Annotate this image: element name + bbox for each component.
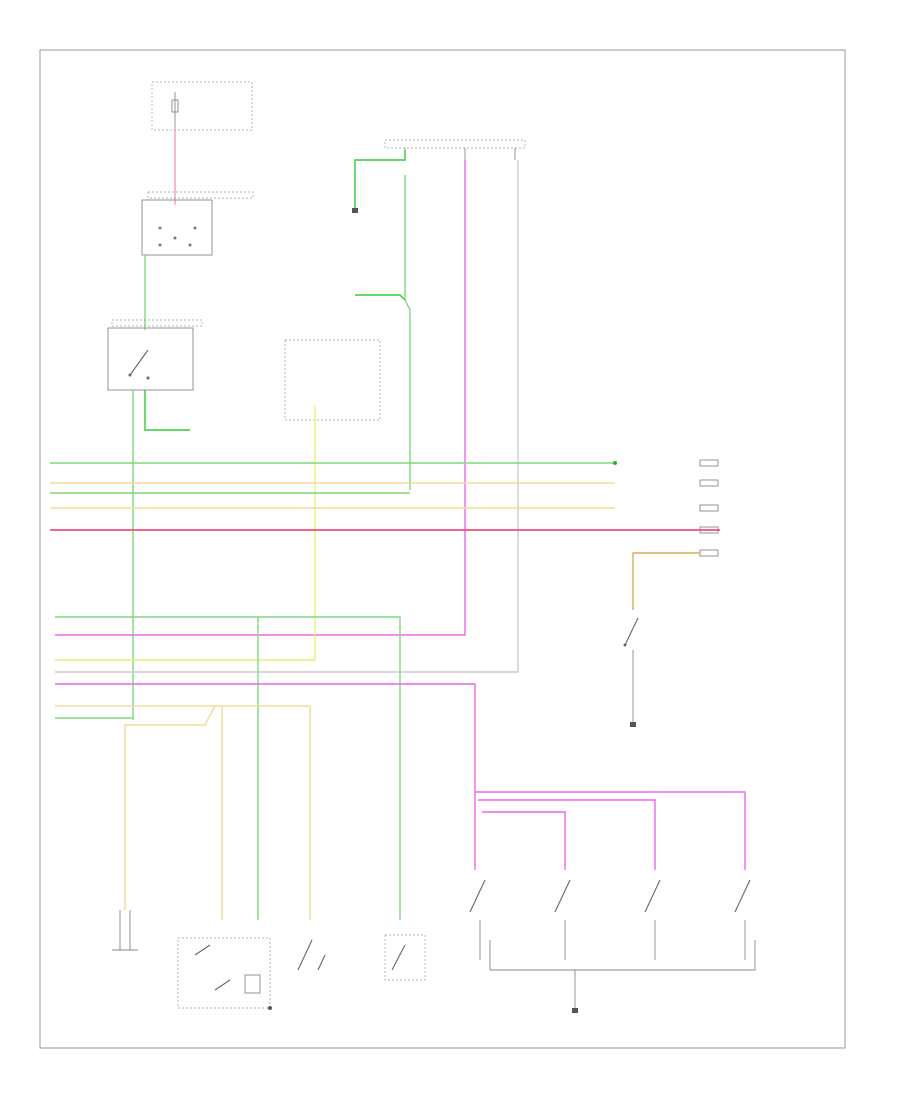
wire-magenta-lamp-bus xyxy=(475,791,746,870)
wire-green-switch-out xyxy=(144,390,190,431)
wire-tan-lower-2 xyxy=(124,705,216,910)
ground-icon xyxy=(572,1008,578,1013)
fuse-block-top xyxy=(151,81,253,131)
bottom-sensor-left xyxy=(112,910,138,951)
cruise-module xyxy=(284,339,381,421)
wire-magenta-lamp-bus2 xyxy=(478,799,656,870)
brake-switch-bottom xyxy=(297,939,326,971)
bus-connector-tags xyxy=(699,459,719,557)
ground-icon xyxy=(352,208,358,213)
wire-green-ground-loop xyxy=(354,150,406,210)
wire-green-lower-1 xyxy=(55,616,401,920)
wire-gray-vertical xyxy=(55,160,519,673)
wire-tan-lower xyxy=(55,705,311,920)
wire-magenta-center-vertical xyxy=(55,160,466,636)
ignition-switch xyxy=(177,937,272,1010)
wire-green-branch xyxy=(355,294,406,301)
relay-box xyxy=(141,191,254,256)
wire-green-center-vertical xyxy=(404,175,411,490)
center-connectors xyxy=(384,139,526,160)
lamp-ground-bus xyxy=(489,940,756,971)
diagram-frame xyxy=(39,49,846,1049)
clutch-switch-bottom xyxy=(384,934,426,981)
wire-orange-right xyxy=(632,552,700,610)
right-sensor-switch xyxy=(623,617,639,727)
wire-magenta-lamp-bus3 xyxy=(482,811,566,870)
wire-yellow-module xyxy=(55,405,316,661)
wire-magenta-lamp-feed xyxy=(55,683,476,870)
stop-lamp-switch xyxy=(107,319,203,391)
lamp-switches xyxy=(469,879,751,960)
